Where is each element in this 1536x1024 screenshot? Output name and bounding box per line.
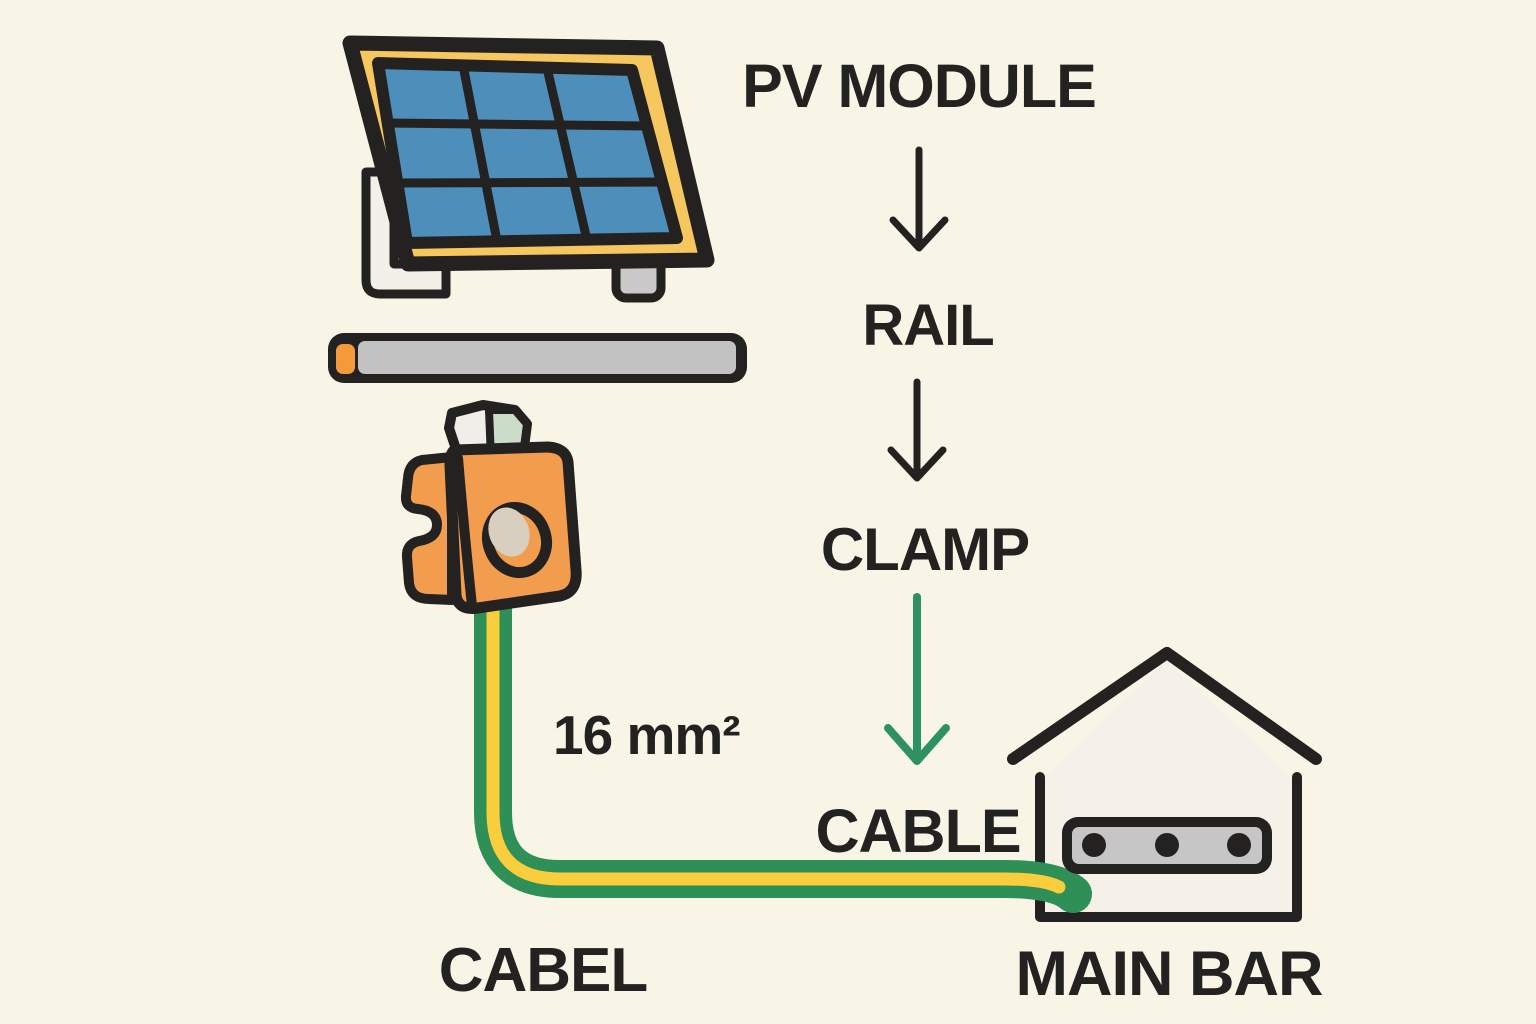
busbar-hole <box>1227 833 1251 857</box>
rail-body <box>358 341 736 374</box>
house-walls <box>1035 772 1302 922</box>
clamp-label: CLAMP <box>821 516 1029 583</box>
clamp-flange <box>400 452 457 605</box>
rail-illustration <box>328 333 747 383</box>
busbar-hole <box>1082 833 1106 857</box>
house-roof <box>1007 647 1322 765</box>
cable-size-label: 16 mm² <box>553 704 740 766</box>
cabel-caption: CABEL <box>439 936 648 1005</box>
cable-yellow-stripe <box>486 588 1066 894</box>
busbar-hole <box>1155 833 1179 857</box>
rail-label: RAIL <box>862 293 993 358</box>
down-arrow-icon <box>889 146 949 252</box>
rail-end-cap <box>336 344 355 374</box>
clamp-illustration <box>400 400 582 614</box>
ground-cable-illustration <box>474 576 1092 913</box>
panel-grid <box>383 60 667 246</box>
clamp-edge-line <box>453 453 477 611</box>
panel-cells <box>372 57 683 249</box>
clamp-hole-washer <box>488 507 530 557</box>
main-bar-illustration <box>1062 817 1272 874</box>
main-bar-caption: MAIN BAR <box>1016 939 1323 1009</box>
pv-module-illustration <box>342 35 715 303</box>
green-down-arrow-icon <box>884 593 950 765</box>
pv-module-label: PV MODULE <box>742 52 1096 120</box>
cable-label: CABLE <box>815 797 1020 865</box>
down-arrow-icon <box>887 378 947 482</box>
